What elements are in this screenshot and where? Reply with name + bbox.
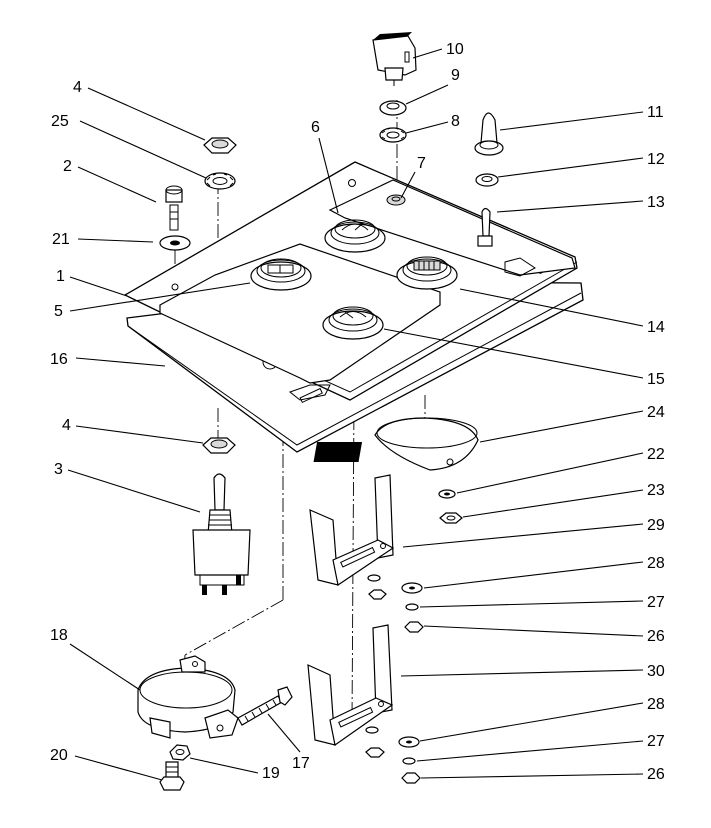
callout-3: 3 (54, 461, 63, 478)
washer-21 (159, 235, 191, 251)
leader-lines (67, 48, 644, 781)
callout-17: 17 (292, 755, 310, 772)
callout-20: 20 (50, 747, 68, 764)
bolt-17 (237, 686, 293, 726)
callout-27-upper: 27 (647, 594, 665, 611)
callout-30: 30 (647, 663, 665, 680)
callout-24: 24 (647, 404, 665, 421)
callout-26-lower: 26 (647, 766, 665, 783)
callout-14: 14 (647, 319, 665, 336)
nut-19 (169, 744, 191, 761)
bracket-29-hardware (367, 574, 424, 633)
screw-20 (159, 761, 185, 791)
callout-5: 5 (54, 303, 63, 320)
lock-washer-8 (379, 127, 407, 143)
toggle-switch-3 (192, 473, 251, 595)
callout-10: 10 (446, 41, 464, 58)
callout-18: 18 (50, 627, 68, 644)
callout-21: 21 (52, 231, 70, 248)
callout-12: 12 (647, 151, 665, 168)
callout-22: 22 (647, 446, 665, 463)
lock-washer-22 (438, 489, 456, 499)
callout-28-lower: 28 (647, 696, 665, 713)
gauge-5 (250, 258, 312, 291)
nut-9 (379, 100, 407, 116)
callout-8: 8 (451, 113, 460, 130)
clamp-18 (137, 655, 239, 739)
bracket-30-hardware (365, 726, 421, 784)
lock-washer-25 (204, 172, 236, 190)
callout-4-bottom: 4 (62, 417, 71, 434)
meter-housing-24 (313, 417, 479, 471)
toggle-boot-11 (474, 112, 504, 156)
screw-2 (165, 185, 183, 231)
callout-15: 15 (647, 371, 665, 388)
callout-labels: 1 2 3 4 4 5 6 7 8 9 10 11 12 13 14 15 16… (50, 41, 665, 783)
nut-4-bottom (202, 437, 236, 454)
callout-29: 29 (647, 517, 665, 534)
callout-7: 7 (417, 155, 426, 172)
callout-6: 6 (311, 119, 320, 136)
callout-13: 13 (647, 194, 665, 211)
callout-25: 25 (51, 113, 69, 130)
callout-19: 19 (262, 765, 280, 782)
nut-4-top (203, 137, 237, 154)
key-switch-10 (372, 32, 417, 86)
callout-4-top: 4 (73, 79, 82, 96)
callout-23: 23 (647, 482, 665, 499)
callout-11: 11 (647, 104, 664, 121)
bracket-29 (309, 474, 395, 587)
switch-bushing-7 (386, 194, 406, 206)
toggle-nut-12 (475, 173, 499, 187)
callout-9: 9 (451, 67, 460, 84)
callout-1: 1 (56, 268, 65, 285)
callout-2: 2 (63, 158, 72, 175)
bracket-30 (307, 624, 394, 747)
gauge-15 (322, 306, 384, 340)
callout-27-lower: 27 (647, 733, 665, 750)
nut-23 (439, 512, 463, 524)
callout-26-upper: 26 (647, 628, 665, 645)
gauge-6 (324, 219, 386, 253)
callout-16: 16 (50, 351, 68, 368)
callout-28-upper: 28 (647, 555, 665, 572)
left-decal-plate (159, 243, 441, 404)
toggle-switch-13 (477, 207, 493, 247)
gauge-14 (396, 256, 458, 290)
